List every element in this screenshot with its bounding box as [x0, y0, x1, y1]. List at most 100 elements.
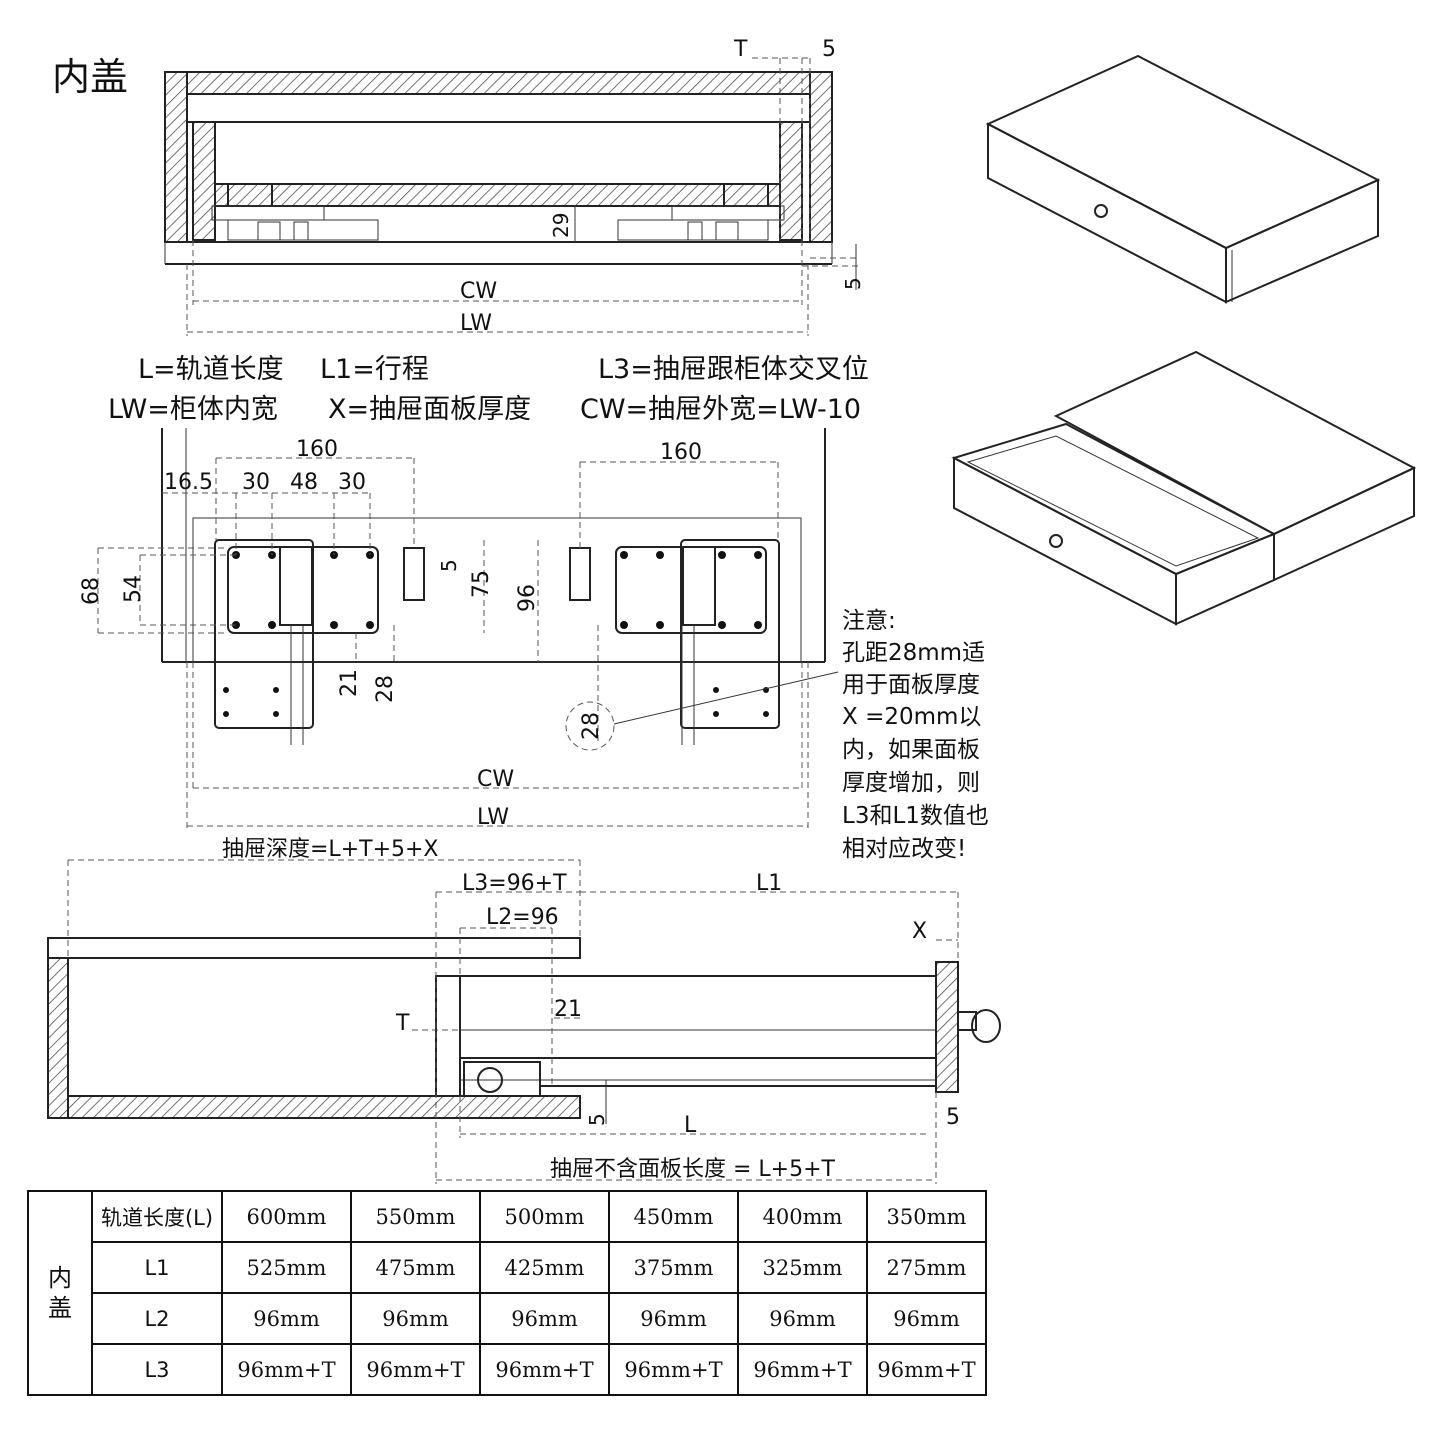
- legend-cw: CW=抽屉外宽=LW-10: [580, 394, 861, 425]
- drawer-bottom: [214, 183, 781, 207]
- dim-29: 29: [549, 213, 573, 238]
- table-cell: 400mm: [737, 1190, 868, 1243]
- dim-right-5: 5: [841, 277, 865, 290]
- dim-lw-mid: LW: [477, 805, 509, 830]
- table-row: L1 525mm 475mm 425mm 375mm 325mm 275mm: [28, 1241, 987, 1294]
- dim-cw-mid: CW: [477, 767, 514, 792]
- right-hinge: [682, 546, 716, 626]
- note-line-5: 内，如果面板: [842, 737, 980, 763]
- dim-28: 28: [373, 675, 398, 703]
- dim-top-t: T: [733, 37, 748, 62]
- top-section-view: 29 T 5 5 CW LW: [164, 37, 865, 336]
- note-line-6: 厚度增加，则: [842, 770, 980, 796]
- dim-lw-top: LW: [460, 311, 492, 336]
- dim-96: 96: [515, 584, 540, 612]
- table-cell: 475mm: [350, 1241, 481, 1294]
- table-cell: 96mm: [737, 1292, 868, 1345]
- table-row: 内 盖 轨道长度(L) 600mm 550mm 500mm 450mm 400m…: [27, 1190, 987, 1396]
- cabinet-top: [47, 937, 581, 959]
- knob-icon: [1094, 204, 1108, 218]
- dim-l1: L1: [756, 871, 782, 896]
- drawer-front-panel: [935, 961, 959, 1093]
- table-cell: 375mm: [608, 1241, 739, 1294]
- table-cell: 96mm: [221, 1292, 352, 1345]
- dim-5-mid: 5: [437, 559, 461, 572]
- spec-table: 内 盖 轨道长度(L) 600mm 550mm 500mm 450mm 400m…: [27, 1190, 987, 1396]
- side-view: 抽屉深度=L+T+5+X L3=96+T L1 L2=96 X T: [47, 837, 1001, 1184]
- dim-48: 48: [290, 470, 318, 495]
- table-cell: 600mm: [221, 1190, 352, 1243]
- dim-160-left: 160: [296, 437, 338, 462]
- table-cell: 425mm: [479, 1241, 610, 1294]
- slide-roller: [463, 1061, 541, 1097]
- dim-75: 75: [469, 570, 494, 598]
- row-label: L3: [91, 1343, 223, 1396]
- iso-drawer-closed: [985, 54, 1381, 304]
- drawer-left-side: [192, 121, 216, 241]
- cabinet-back: [47, 957, 69, 1119]
- note-line-3: 用于面板厚度: [842, 672, 980, 698]
- drawer-back: [435, 975, 461, 1097]
- right-clip: [569, 547, 591, 601]
- cabinet-top-panel: [164, 71, 833, 95]
- cabinet-right-panel: [809, 71, 833, 243]
- slide-right: [671, 205, 785, 221]
- dim-bottom: 抽屉不含面板长度 = L+5+T: [550, 1157, 836, 1182]
- legend-l1: L1=行程: [320, 354, 429, 385]
- dim-cw-top: CW: [460, 279, 497, 304]
- row-label: 轨道长度(L): [91, 1190, 223, 1243]
- dim-5-side-right: 5: [946, 1105, 960, 1130]
- table-cell: 96mm+T: [479, 1343, 610, 1396]
- cabinet-left-panel: [164, 71, 188, 243]
- dim-54: 54: [121, 575, 146, 603]
- note-line-7: L3和L1数值也: [842, 803, 989, 829]
- left-hinge: [279, 546, 313, 626]
- table-cell: 96mm: [350, 1292, 481, 1345]
- dim-68: 68: [79, 577, 104, 605]
- dim-depth: 抽屉深度=L+T+5+X: [222, 837, 439, 862]
- table-group-label: 内 盖: [27, 1190, 93, 1396]
- page-title: 内盖: [52, 55, 128, 99]
- right-mount-plate: [615, 546, 767, 634]
- mid-plan-view: 160 160 16.5 30 48 30 68 54 5 75 96 21 2…: [79, 428, 839, 830]
- table-cell: 96mm+T: [866, 1343, 987, 1396]
- iso-drawer-open: [951, 350, 1417, 626]
- dim-30-a: 30: [242, 470, 270, 495]
- row-label: L2: [91, 1292, 223, 1345]
- note-line-4: X =20mm以: [842, 704, 981, 730]
- table-cell: 96mm+T: [608, 1343, 739, 1396]
- dim-21: 21: [337, 669, 362, 697]
- row-label: L1: [91, 1241, 223, 1294]
- dim-l: L: [684, 1113, 697, 1138]
- table-cell: 550mm: [350, 1190, 481, 1243]
- table-cell: 96mm+T: [737, 1343, 868, 1396]
- dim-l3: L3=96+T: [462, 871, 567, 896]
- group-char-2: 盖: [48, 1294, 72, 1322]
- dim-28-callout: [565, 701, 615, 751]
- legend-lw: LW=柜体内宽: [108, 394, 278, 425]
- table-cell: 525mm: [221, 1241, 352, 1294]
- dim-5-side-left: 5: [585, 1113, 609, 1126]
- legend-l3: L3=抽屉跟柜体交叉位: [598, 354, 869, 385]
- note-line-1: 注意:: [842, 608, 896, 634]
- dim-28-circle: 28: [579, 712, 604, 740]
- dim-l2: L2=96: [486, 905, 559, 930]
- slide-left-body: [227, 219, 379, 241]
- table-cell: 325mm: [737, 1241, 868, 1294]
- dim-30-b: 30: [338, 470, 366, 495]
- roller-icon: [477, 1067, 503, 1093]
- table-row: L3 96mm+T 96mm+T 96mm+T 96mm+T 96mm+T 96…: [28, 1343, 987, 1396]
- handle-knob-icon: [971, 1009, 1001, 1043]
- dim-top-5: 5: [822, 37, 836, 62]
- dim-t: T: [395, 1011, 410, 1036]
- cabinet-bottom: [67, 1095, 581, 1119]
- drawer-right-side: [779, 121, 803, 241]
- dim-x: X: [912, 919, 927, 944]
- table-row: L2 96mm 96mm 96mm 96mm 96mm 96mm: [28, 1292, 987, 1345]
- slide-right-body: [617, 219, 769, 241]
- table-cell: 96mm: [479, 1292, 610, 1345]
- legend-x: X=抽屉面板厚度: [328, 394, 531, 425]
- legend-l: L=轨道长度: [138, 354, 284, 385]
- slide-left: [211, 205, 325, 221]
